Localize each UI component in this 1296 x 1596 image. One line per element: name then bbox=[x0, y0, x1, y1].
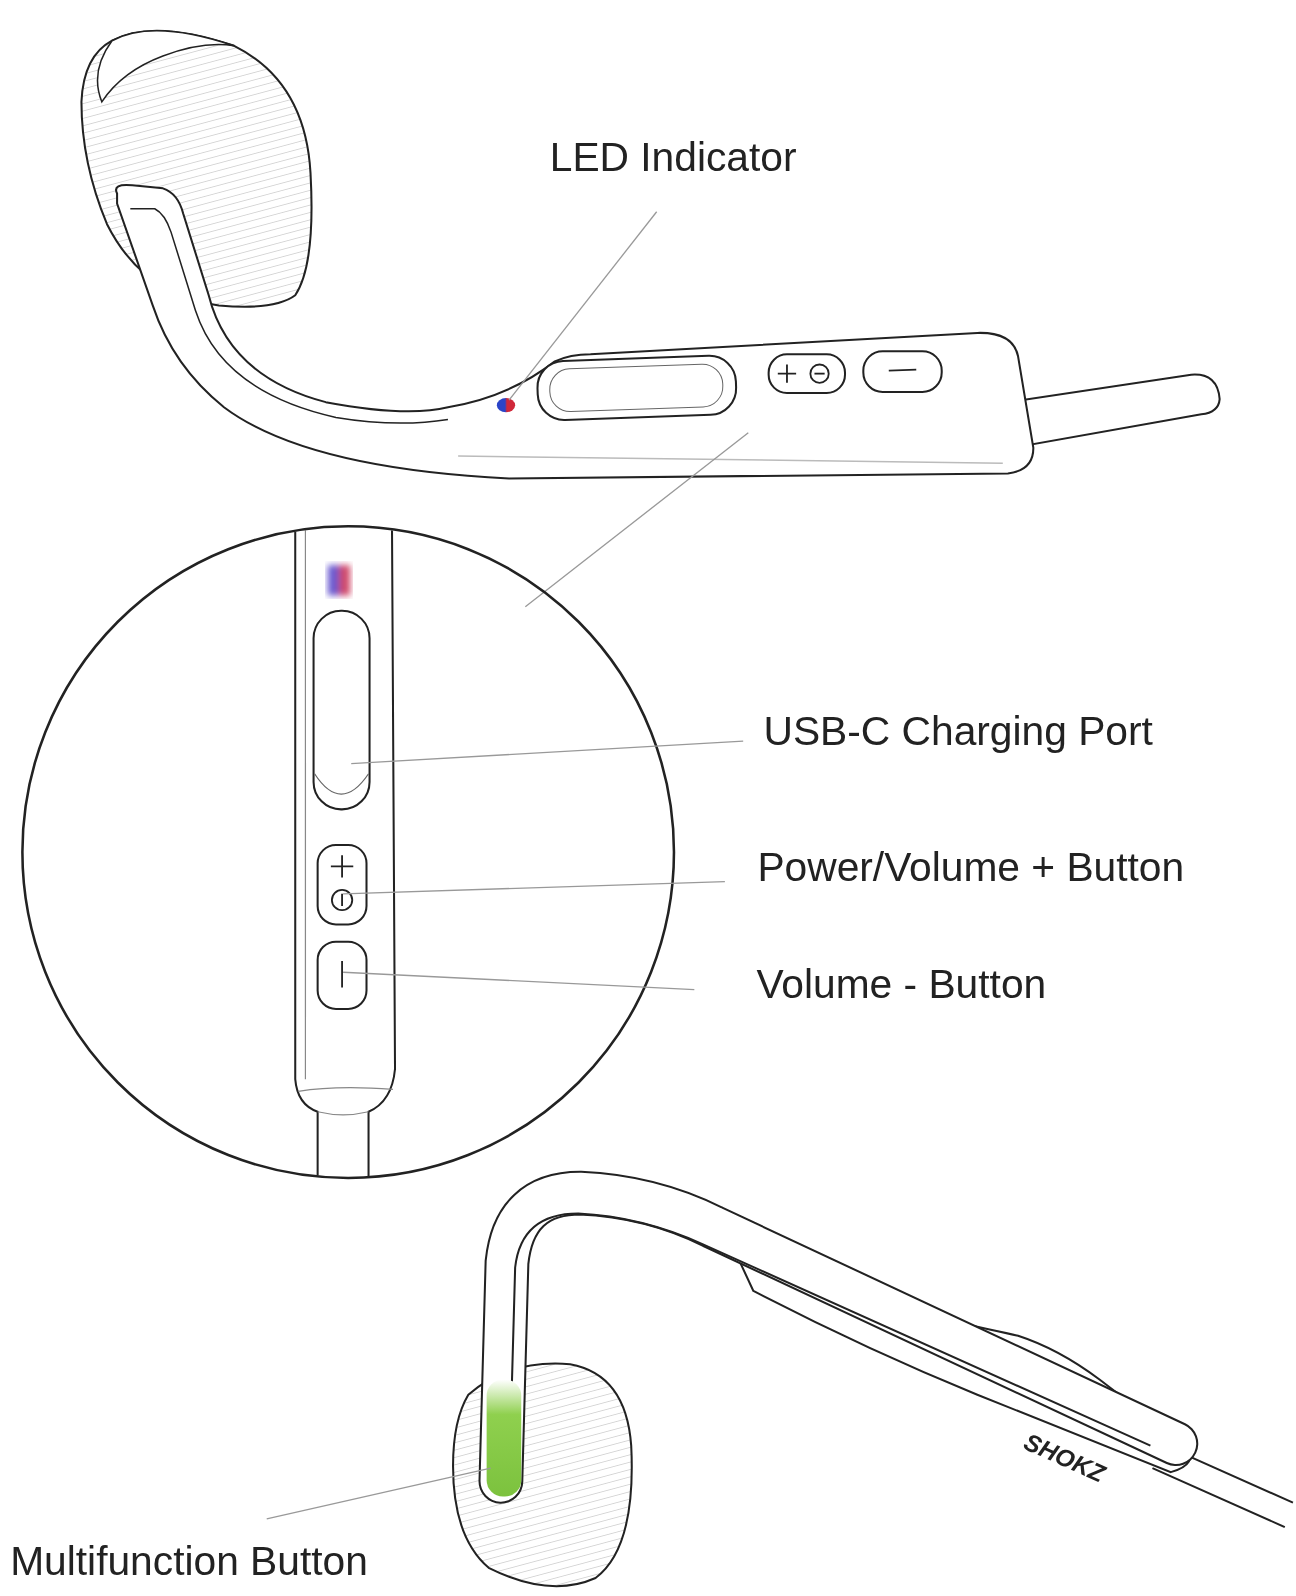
led-indicator bbox=[328, 565, 350, 596]
usb-port-inner bbox=[549, 363, 723, 412]
part-label: USB-C Charging Port bbox=[764, 711, 1153, 752]
magnified-body bbox=[295, 519, 395, 1191]
leader-line bbox=[267, 1468, 491, 1519]
leader-line bbox=[343, 972, 694, 989]
usb-port-shade bbox=[315, 774, 369, 794]
usb-port bbox=[314, 611, 370, 810]
minus-symbol bbox=[341, 961, 343, 987]
leader-line bbox=[351, 741, 743, 763]
multifunction-button bbox=[487, 1379, 522, 1496]
part-label: Power/Volume + Button bbox=[757, 846, 1184, 887]
plus-symbol bbox=[331, 855, 353, 877]
cable bbox=[1008, 375, 1220, 446]
volume-down-button bbox=[863, 351, 941, 392]
magnified-view bbox=[295, 519, 395, 1191]
usb-port bbox=[537, 355, 737, 421]
power-volume-up-button bbox=[769, 354, 845, 393]
led-indicator bbox=[497, 398, 515, 412]
part-label: LED Indicator bbox=[550, 136, 797, 177]
power-symbol bbox=[810, 364, 828, 382]
earpiece-face bbox=[97, 31, 234, 102]
minus-symbol bbox=[889, 370, 916, 371]
band-fill bbox=[501, 1193, 1176, 1481]
control-body bbox=[116, 185, 1033, 479]
band-slot bbox=[509, 1214, 1150, 1487]
plus-symbol bbox=[778, 364, 796, 382]
leader-line bbox=[343, 882, 725, 894]
part-label: Multifunction Button bbox=[10, 1540, 368, 1581]
body-edge-line bbox=[458, 456, 1003, 463]
part-label: Volume - Button bbox=[756, 963, 1046, 1004]
power-symbol bbox=[332, 890, 352, 910]
brand-logo: SHOKZ bbox=[1020, 1429, 1108, 1486]
band-inner-line bbox=[130, 209, 448, 423]
power-symbol-bar bbox=[341, 894, 343, 906]
power-volume-up-button bbox=[318, 845, 367, 924]
leader-line bbox=[525, 433, 748, 607]
leader-line bbox=[509, 212, 657, 400]
power-symbol-bar bbox=[814, 373, 824, 375]
magnifier-circle bbox=[22, 526, 674, 1178]
band-outline bbox=[501, 1193, 1176, 1481]
magnified-edge bbox=[298, 519, 393, 1115]
volume-down-button bbox=[318, 942, 367, 1009]
